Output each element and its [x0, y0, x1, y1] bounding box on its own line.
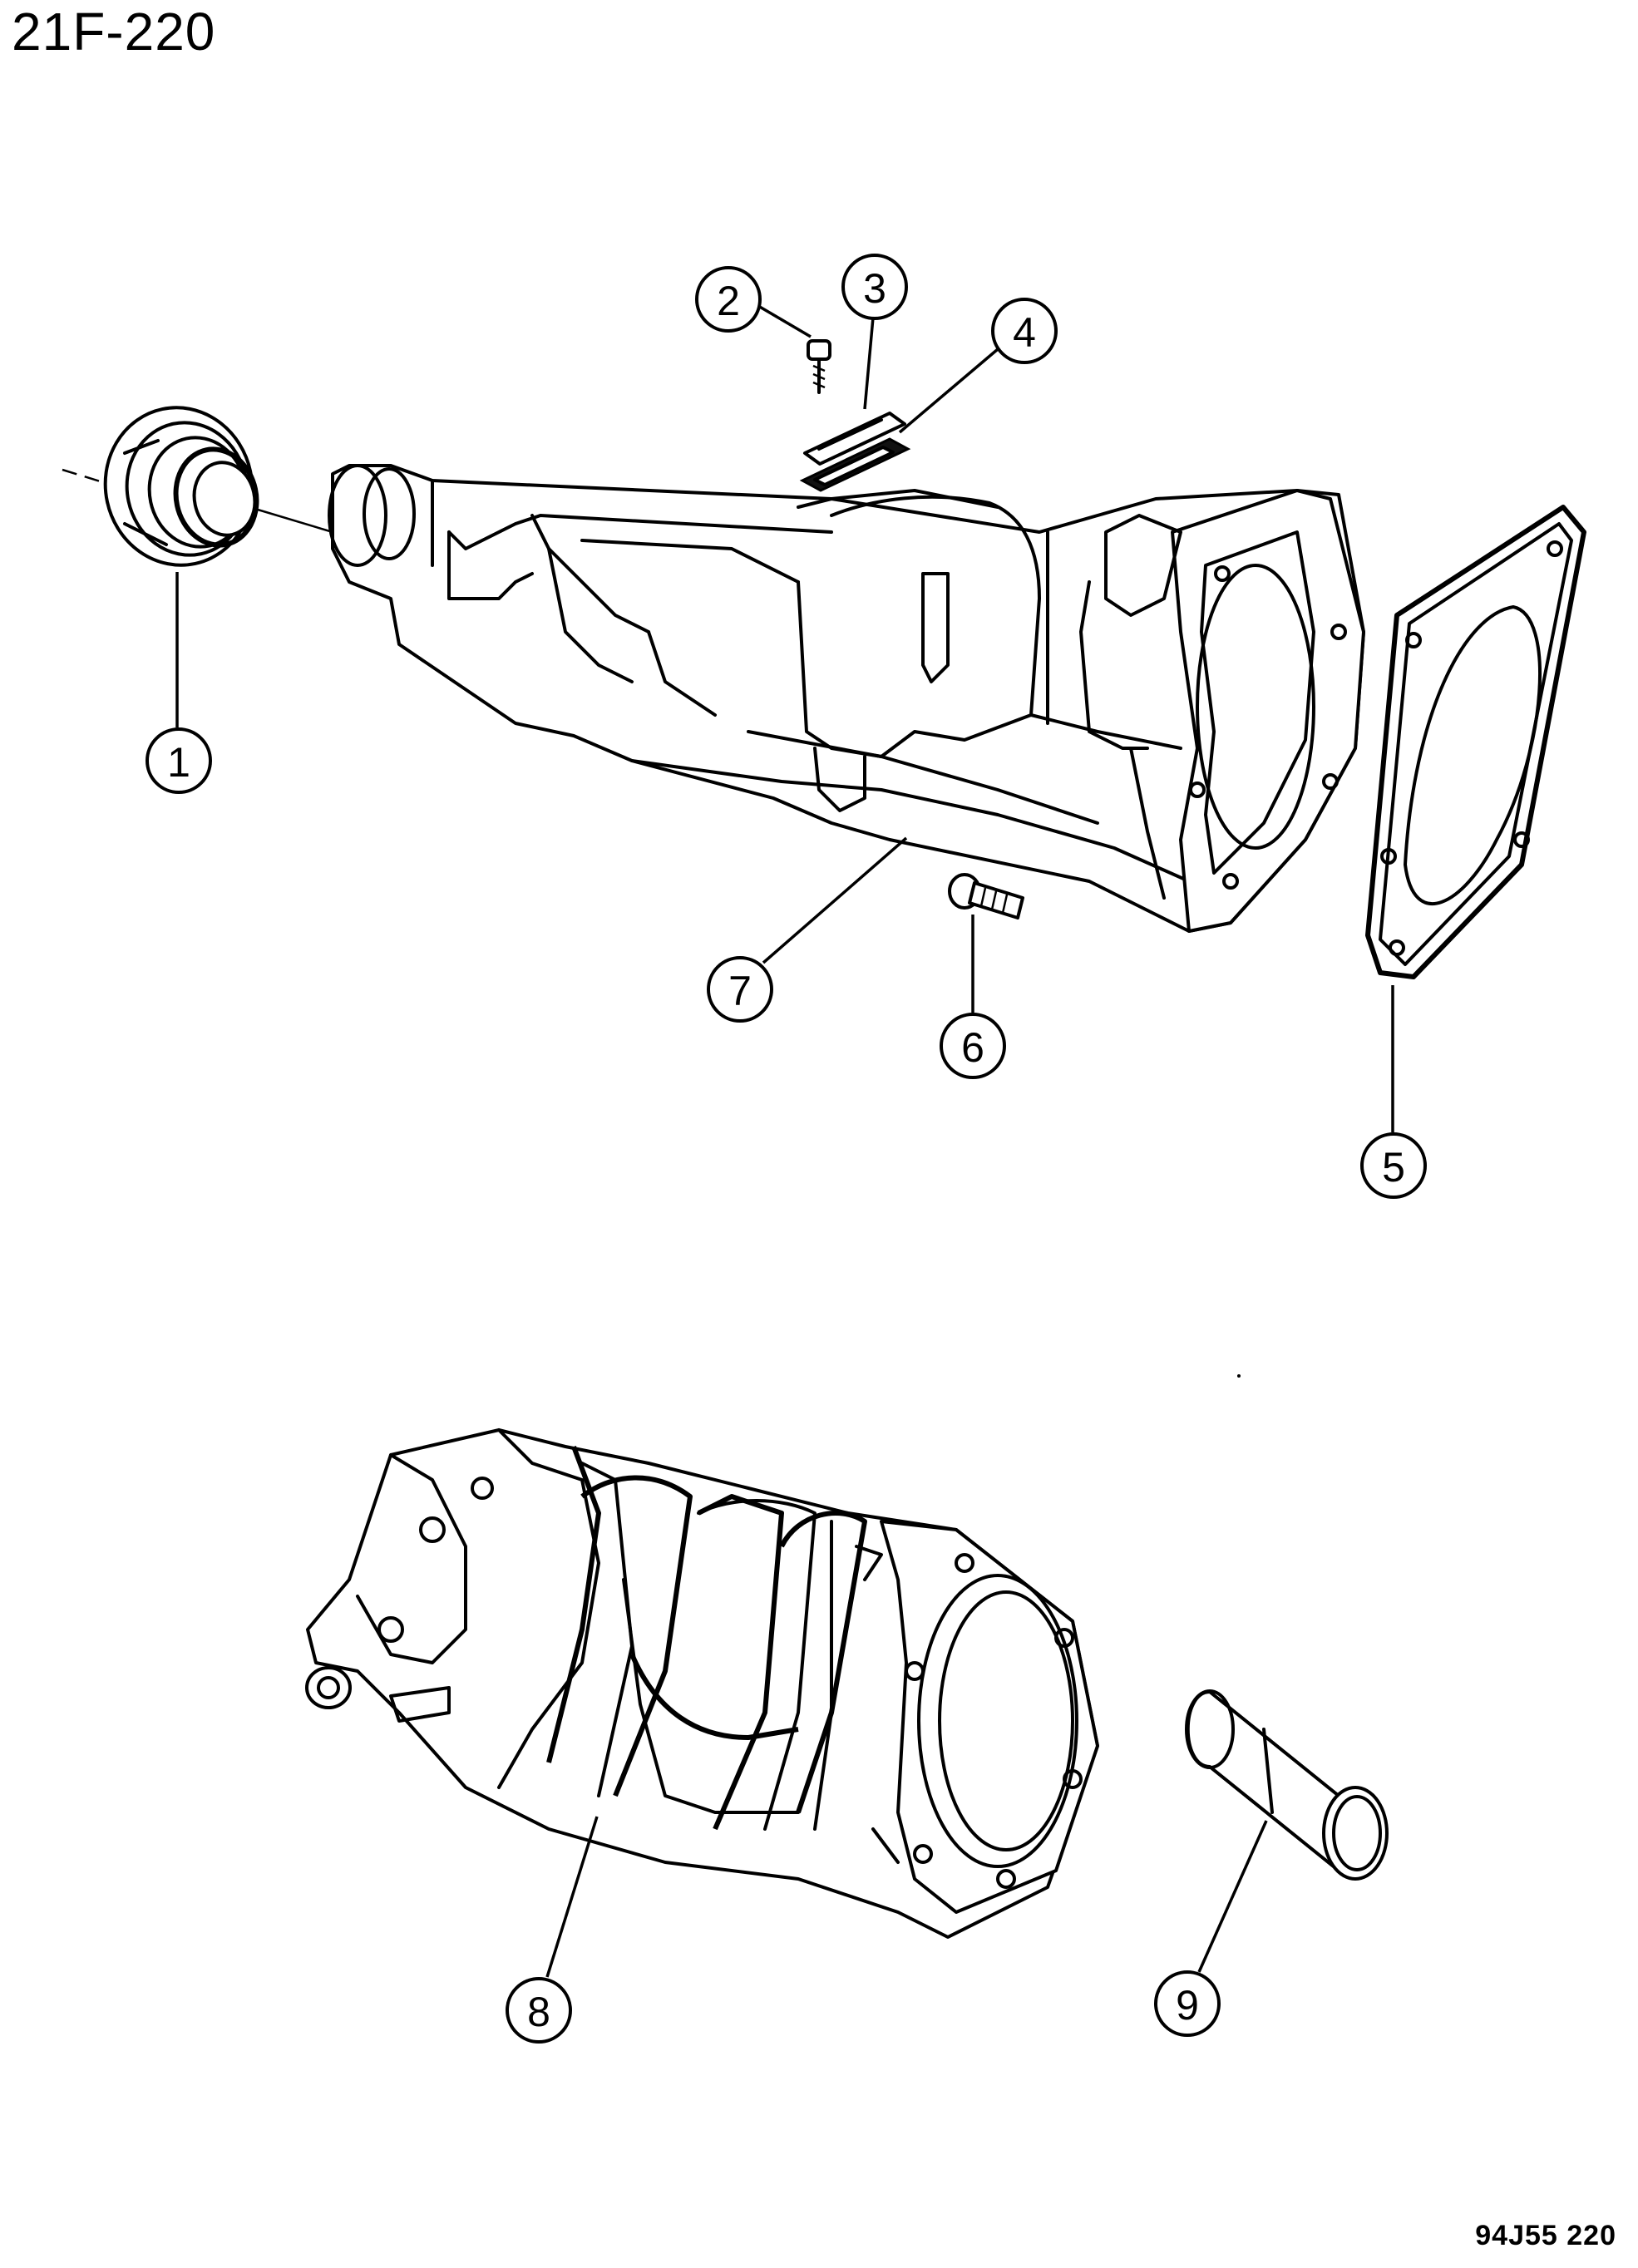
callout-6-label: 6 [961, 1024, 984, 1071]
callout-5-label: 5 [1382, 1144, 1405, 1191]
callout-3: 3 [841, 254, 908, 320]
page-title: 21F-220 [12, 2, 216, 62]
callout-6: 6 [940, 1013, 1006, 1079]
callout-1-label: 1 [167, 739, 190, 786]
callout-7: 7 [707, 956, 773, 1023]
callout-9: 9 [1154, 1970, 1221, 2037]
housing-bolt [948, 873, 1024, 920]
cover-plate [803, 412, 906, 466]
callout-7-label: 7 [728, 968, 752, 1014]
adapter-housing [305, 1428, 1099, 1939]
callout-2: 2 [695, 266, 762, 333]
callout-3-label: 3 [863, 265, 886, 312]
callout-8: 8 [506, 1977, 572, 2044]
callout-1: 1 [146, 727, 212, 794]
figure-code: 94J55 220 [1475, 2220, 1616, 2251]
housing-gasket [1365, 505, 1586, 979]
bushing [1185, 1689, 1389, 1881]
callout-2-label: 2 [717, 278, 740, 324]
cover-gasket [799, 437, 911, 492]
callout-8-label: 8 [527, 1989, 550, 2035]
scan-speck [1237, 1374, 1241, 1378]
extension-housing [328, 464, 1365, 933]
callout-4-label: 4 [1013, 309, 1036, 356]
shift-bolt [807, 339, 831, 394]
oil-seal [103, 406, 259, 567]
callout-5: 5 [1360, 1132, 1427, 1199]
leader-lines [175, 304, 1394, 1978]
callout-9-label: 9 [1176, 1982, 1199, 2029]
callout-4: 4 [991, 298, 1058, 364]
